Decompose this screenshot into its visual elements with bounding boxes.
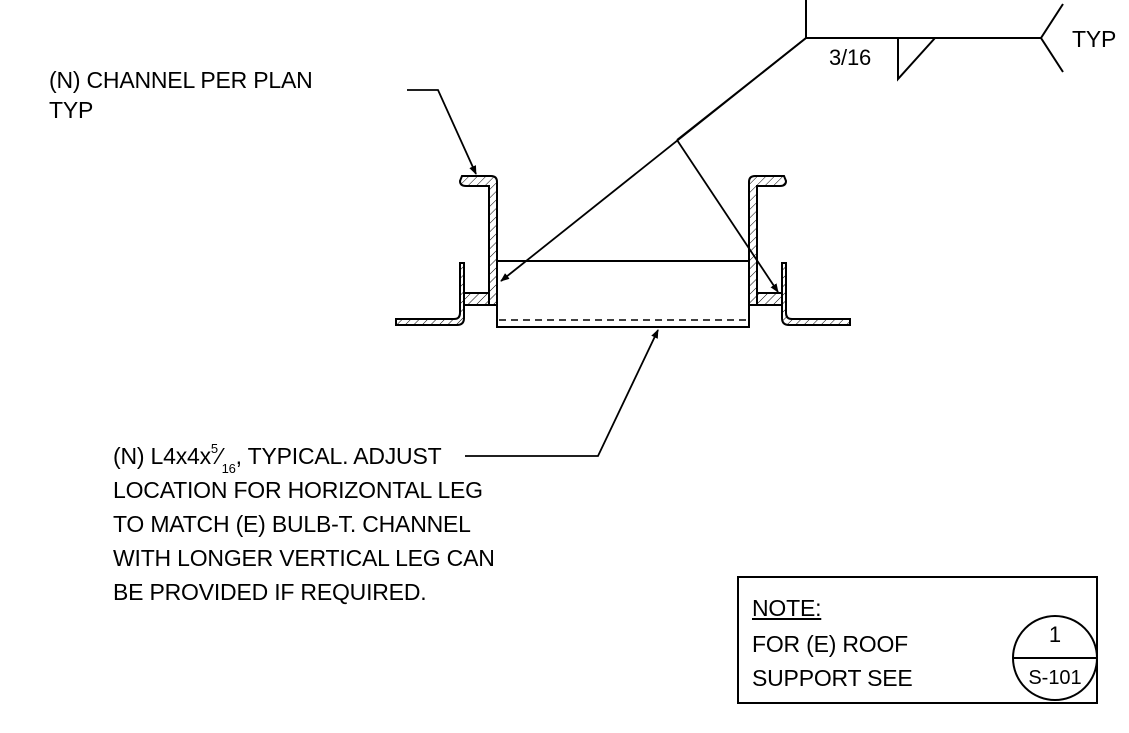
note-line2: SUPPORT SEE bbox=[752, 665, 913, 691]
angle-callout-line2: LOCATION FOR HORIZONTAL LEG bbox=[113, 477, 483, 503]
weld-tail bbox=[1039, 3, 1064, 73]
bulb-t-outline bbox=[496, 260, 750, 328]
weld-tail-note: TYP bbox=[1072, 26, 1117, 52]
left-angle-section bbox=[395, 262, 465, 326]
detail-sheet-number: S-101 bbox=[1028, 667, 1082, 689]
weld-size-label: 3/16 bbox=[829, 45, 872, 70]
left-channel-section bbox=[458, 175, 498, 306]
right-angle-section bbox=[781, 262, 851, 326]
channel-leader bbox=[407, 89, 477, 175]
weld-leader-right-stem bbox=[676, 37, 807, 141]
note-box bbox=[737, 576, 1098, 704]
detail-number: 1 bbox=[1048, 622, 1062, 647]
angle-callout-line5: BE PROVIDED IF REQUIRED. bbox=[113, 579, 427, 605]
angle-leader bbox=[465, 329, 659, 457]
fillet-weld-symbol bbox=[897, 37, 936, 82]
right-channel-section bbox=[748, 175, 788, 306]
angle-callout-line1: (N) L4x4x5⁄16, TYPICAL. ADJUST bbox=[113, 441, 442, 476]
note-line1: FOR (E) ROOF bbox=[752, 631, 909, 657]
note-title: NOTE: bbox=[752, 595, 822, 621]
weld-symbol bbox=[805, 0, 1064, 82]
weld-leader-right bbox=[676, 139, 779, 293]
channel-callout-line2: TYP bbox=[49, 97, 94, 123]
angle-callout-line4: WITH LONGER VERTICAL LEG CAN bbox=[113, 545, 495, 571]
channel-callout-line1: (N) CHANNEL PER PLAN bbox=[49, 67, 313, 93]
angle-callout-line3: TO MATCH (E) BULB-T. CHANNEL bbox=[113, 511, 471, 537]
weld-leaders bbox=[500, 37, 807, 293]
